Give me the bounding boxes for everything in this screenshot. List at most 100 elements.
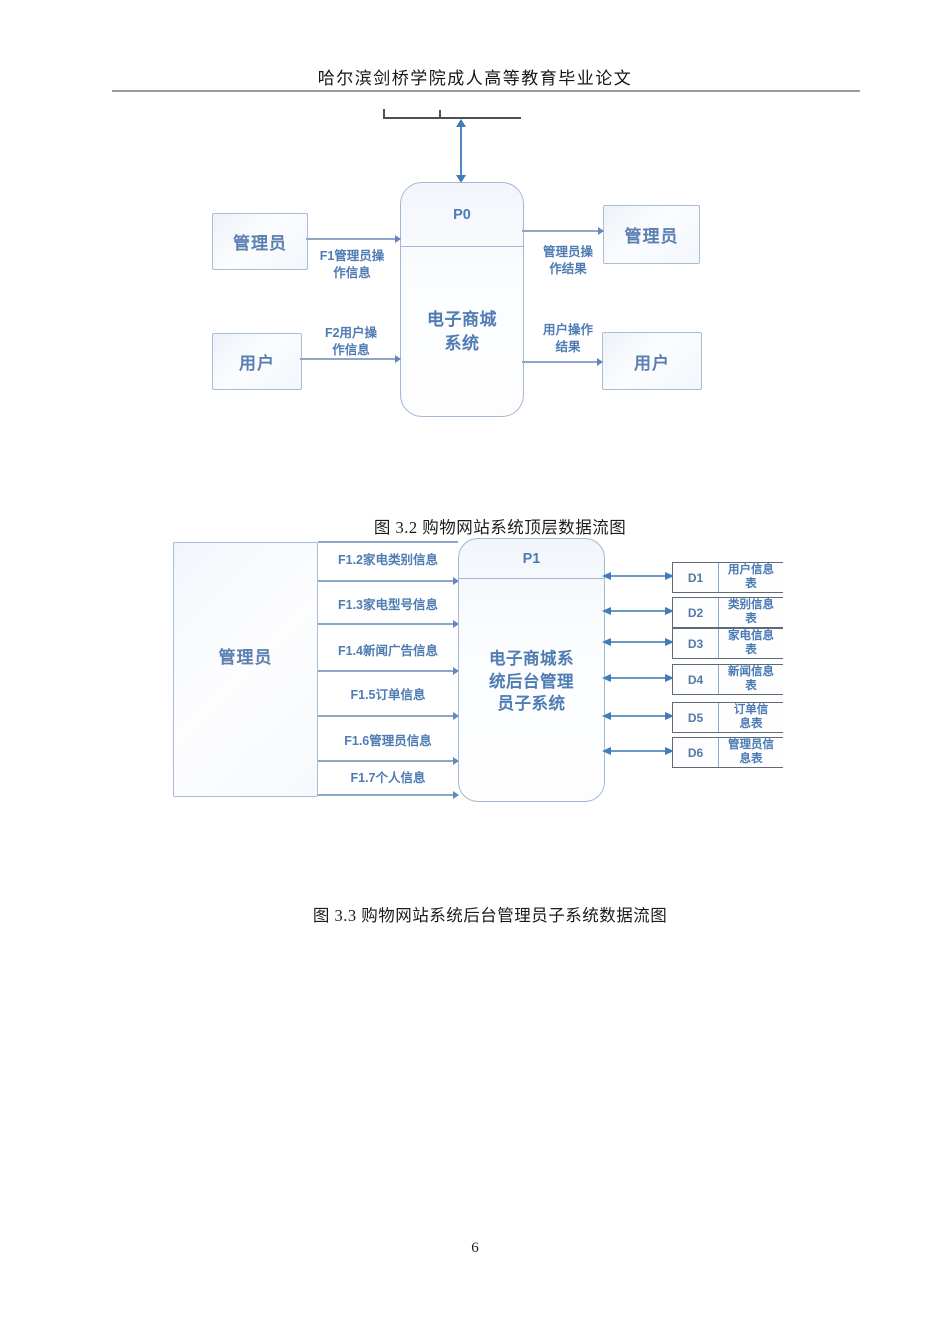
arrowhead-right-icon — [453, 666, 459, 675]
entity-user-right: 用户 — [602, 332, 702, 390]
double-arrow-d1 — [602, 571, 674, 581]
arrowhead-right-icon — [665, 571, 674, 580]
arrow-line — [610, 610, 666, 612]
double-arrow-d4 — [602, 673, 674, 683]
arrowhead-down-icon — [456, 175, 466, 183]
flow-line-f1-7 — [318, 790, 459, 799]
arrowhead-left-icon — [602, 571, 611, 580]
datastore-name-line: 管理员信 — [728, 738, 774, 751]
datastore-name: 订单信 息表 — [719, 703, 783, 732]
arrow-line — [610, 641, 666, 643]
process-name-line: 员子系统 — [497, 695, 566, 714]
double-arrow-d3 — [602, 637, 674, 647]
datastore-d4: D4 新闻信息 表 — [672, 664, 783, 695]
process-p0: P0 电子商城 系统 — [400, 182, 524, 417]
flow-arrow-user-result — [522, 357, 603, 366]
arrowhead-right-icon — [453, 790, 459, 799]
arrow-line — [610, 715, 666, 717]
flow-arrow-f1 — [306, 234, 401, 243]
arrowhead-right-icon — [598, 226, 604, 235]
store-remnant-tick-left — [383, 109, 385, 117]
datastore-name-line: 表 — [745, 577, 757, 590]
arrowhead-right-icon — [665, 673, 674, 682]
process-p1-name: 电子商城系 统后台管理 员子系统 — [459, 579, 604, 801]
figure-caption-3-3: 图 3.3 购物网站系统后台管理员子系统数据流图 — [312, 906, 668, 925]
double-arrow-d5 — [602, 711, 674, 721]
arrowhead-up-icon — [456, 119, 466, 127]
flow-label-line: F2用户操 — [324, 326, 378, 340]
store-remnant-line — [383, 117, 521, 119]
process-name-line: 系统 — [444, 333, 480, 353]
arrowhead-right-icon — [665, 606, 674, 615]
flow-label-admin-result: 管理员操 作结果 — [530, 244, 606, 278]
flow-label-user-result: 用户操作 结果 — [530, 322, 606, 356]
flow-line-f1-6 — [318, 756, 459, 765]
page-number: 6 — [471, 1240, 479, 1256]
double-arrow-d6 — [602, 746, 674, 756]
datastore-d6: D6 管理员信 息表 — [672, 737, 783, 768]
page-header-title: 哈尔滨剑桥学院成人高等教育毕业论文 — [317, 69, 633, 88]
datastore-id: D2 — [673, 598, 719, 627]
figure-caption-3-2: 图 3.2 购物网站系统顶层数据流图 — [373, 518, 627, 537]
store-remnant-tick-mid — [439, 110, 441, 117]
process-p1-id: P1 — [459, 539, 604, 579]
datastore-name-line: 用户信息 — [728, 563, 774, 576]
datastore-d3: D3 家电信息 表 — [672, 628, 783, 659]
flow-label-f1-2: F1.2家电类别信息 — [337, 553, 438, 567]
datastore-name-line: 家电信息 — [728, 629, 774, 642]
arrowhead-left-icon — [602, 606, 611, 615]
flow-line-f1-5 — [318, 711, 459, 720]
arrowhead-right-icon — [395, 234, 401, 243]
arrow-line — [610, 750, 666, 752]
datastore-name-line: 表 — [745, 679, 757, 692]
flow-line-f1-2 — [318, 576, 459, 585]
process-p0-name: 电子商城 系统 — [401, 247, 523, 416]
datastore-name-line: 订单信 — [733, 703, 769, 716]
flow-label-line: 管理员操 — [542, 245, 593, 259]
datastore-d5: D5 订单信 息表 — [672, 702, 783, 733]
arrowhead-right-icon — [453, 711, 459, 720]
datastore-id: D4 — [673, 665, 719, 694]
flow-line-f1-4 — [318, 666, 459, 675]
flow-label-line: F1管理员操 — [319, 249, 385, 263]
arrowhead-left-icon — [602, 711, 611, 720]
arrowhead-right-icon — [665, 711, 674, 720]
flow-label-f1-7: F1.7个人信息 — [350, 771, 426, 785]
datastore-d1: D1 用户信息 表 — [672, 562, 783, 593]
flow-label-f1-6: F1.6管理员信息 — [344, 734, 432, 748]
arrowhead-left-icon — [602, 673, 611, 682]
flow-label-f1: F1管理员操 作信息 — [312, 248, 392, 282]
arrowhead-right-icon — [453, 576, 459, 585]
arrow-line — [610, 677, 666, 679]
datastore-name-line: 类别信息 — [728, 598, 774, 611]
flow-label-f2: F2用户操 作信息 — [312, 325, 390, 359]
entity-user-left: 用户 — [212, 333, 302, 390]
arrowhead-right-icon — [665, 746, 674, 755]
datastore-name-line: 息表 — [739, 717, 763, 730]
flow-label-f1-5: F1.5订单信息 — [350, 688, 426, 702]
arrowhead-left-icon — [602, 637, 611, 646]
process-p1: P1 电子商城系 统后台管理 员子系统 — [458, 538, 605, 802]
entity-admin-d2: 管理员 — [173, 542, 318, 797]
double-arrow-d2 — [602, 606, 674, 616]
datastore-id: D1 — [673, 563, 719, 592]
datastore-name: 新闻信息 表 — [719, 665, 783, 694]
datastore-name: 家电信息 表 — [719, 629, 783, 658]
flow-label-line: 作结果 — [549, 261, 587, 276]
arrowhead-right-icon — [395, 354, 401, 363]
datastore-name-line: 息表 — [739, 752, 763, 765]
double-arrow-vertical-icon — [456, 119, 466, 183]
flow-line-f1-3 — [318, 619, 459, 628]
arrowhead-right-icon — [665, 637, 674, 646]
arrow-line — [610, 575, 666, 577]
entity-admin-left: 管理员 — [212, 213, 308, 270]
datastore-id: D6 — [673, 738, 719, 767]
datastore-name-line: 表 — [745, 612, 757, 625]
arrowhead-right-icon — [453, 619, 459, 628]
flow-arrow-f2 — [300, 354, 401, 363]
flow-arrow-admin-result — [522, 226, 604, 235]
flow-label-line: 作信息 — [333, 265, 371, 280]
datastore-id: D3 — [673, 629, 719, 658]
process-p0-id: P0 — [401, 183, 523, 247]
